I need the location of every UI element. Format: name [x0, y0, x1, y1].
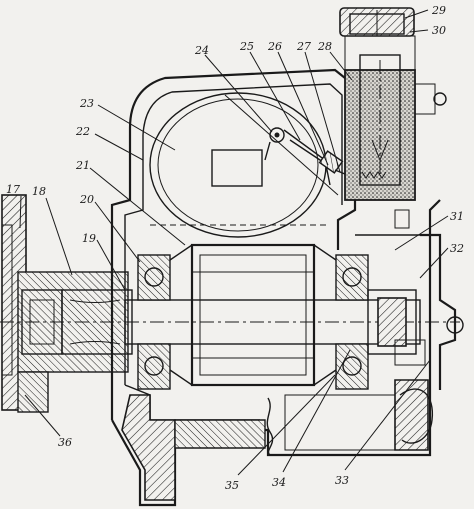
right-end-assembly: [355, 209, 464, 390]
label-25: 25: [239, 40, 254, 53]
label-24: 24: [194, 44, 209, 57]
leader-lines: [19, 9, 449, 476]
label-26: 26: [267, 40, 282, 53]
label-18: 18: [32, 185, 46, 198]
label-19: 19: [82, 232, 96, 245]
label-27: 27: [296, 40, 311, 53]
label-31: 31: [450, 210, 464, 223]
contact-tower: [339, 7, 447, 201]
housing-lower-section: [121, 379, 429, 501]
label-17: 17: [6, 183, 20, 196]
label-35: 35: [225, 479, 239, 492]
label-32: 32: [450, 242, 464, 255]
label-22: 22: [75, 125, 90, 138]
label-34: 34: [272, 476, 286, 489]
right-bearing: [335, 254, 369, 390]
lower-chamber: [266, 388, 434, 456]
label-29: 29: [431, 4, 446, 17]
rotor: [169, 243, 337, 387]
label-21: 21: [75, 159, 90, 172]
indicator-disc: [149, 92, 339, 238]
part-labels: 17 18 19 20 21 22 23 24 25 26 27 28 29 3…: [6, 4, 464, 492]
label-33: 33: [335, 474, 349, 487]
input-shaft: [17, 271, 133, 413]
label-23: 23: [79, 97, 94, 110]
left-bearing: [137, 254, 171, 390]
label-28: 28: [317, 40, 332, 53]
label-36: 36: [58, 436, 72, 449]
label-20: 20: [79, 193, 94, 206]
label-30: 30: [432, 24, 446, 37]
